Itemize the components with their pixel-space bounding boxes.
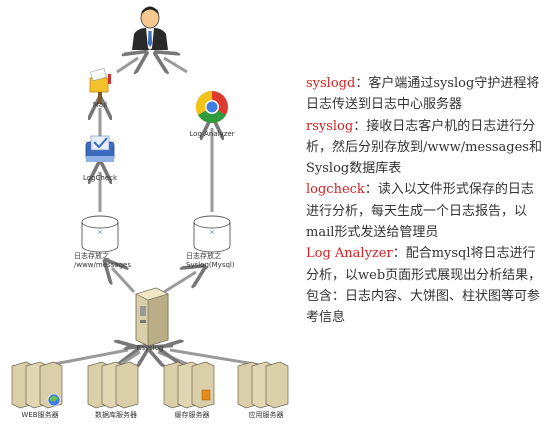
label-app-servers: 应用服务器 [248, 411, 284, 419]
term-logcheck: logcheck [306, 182, 365, 198]
text-syslogd: ：客户端通过syslog守护进程将日志传送到日志中心服务器 [306, 76, 540, 113]
database-icon: × [81, 215, 119, 253]
database-icon: × [193, 215, 231, 253]
svg-text:×: × [97, 229, 102, 236]
text-logcheck: ：读入以文件形式保存的日志进行分析，每天生成一个日志报告，以mail形式发送给管… [306, 182, 534, 241]
architecture-diagram: × × [11, 6, 289, 409]
label-db-servers: 数据库服务器 [95, 411, 137, 419]
label-cache-servers: 缓存服务器 [174, 411, 210, 419]
cache-servers-icon [163, 361, 215, 409]
label-mail: Mail [92, 101, 108, 109]
arrow-mail-to-user [116, 58, 138, 72]
text-rsyslog: ：接收日志客户机的日志进行分析，然后分别存放到/www/messages和Sys… [306, 118, 542, 177]
label-store-messages: 日志存放之 /www/messages [74, 252, 131, 269]
description-syslogd: syslogd：客户端通过syslog守护进程将日志传送到日志中心服务器 [306, 73, 546, 116]
label-store-mysql: 日志存放之 Syslog(Mysql) [186, 252, 235, 269]
label-log-analyzer: Log Analyzer [189, 130, 235, 138]
description-log-analyzer: Log Analyzer：配合mysql将日志进行分析，以web页面形式展现出分… [306, 243, 546, 328]
db-servers-icon [87, 361, 139, 409]
server-icon [135, 287, 169, 347]
description-rsyslog: rsyslog：接收日志客户机的日志进行分析，然后分别存放到/www/messa… [306, 116, 546, 180]
arrow-server-to-messages [112, 268, 136, 294]
arrow-server-to-mysql [163, 272, 196, 294]
description-logcheck: logcheck：读入以文件形式保存的日志进行分析，每天生成一个日志报告，以ma… [306, 179, 546, 243]
text-log-analyzer: ：配合mysql将日志进行分析，以web页面形式展现出分析结果，包含：日志内容、… [306, 246, 542, 326]
web-servers-icon [11, 361, 63, 409]
label-web-servers: WEB服务器 [21, 411, 59, 419]
arrow-web-to-server [43, 350, 128, 368]
term-rsyslog: rsyslog [306, 118, 354, 134]
arrow-db-to-server [117, 352, 140, 366]
label-syslog-server: Rsyslog [136, 344, 164, 352]
term-syslogd: syslogd [306, 76, 356, 91]
description-panel: syslogd：客户端通过syslog守护进程将日志传送到日志中心服务器 rsy… [306, 73, 546, 329]
term-log-analyzer: Log Analyzer [306, 246, 393, 262]
svg-text:×: × [209, 229, 214, 236]
logcheck-icon [85, 135, 115, 162]
label-logcheck: LogCheck [82, 174, 118, 182]
mail-icon [89, 68, 111, 104]
arrow-analyzer-to-user [164, 58, 188, 72]
user-icon [132, 6, 168, 50]
app-servers-icon [237, 361, 289, 409]
browser-icon [195, 90, 228, 124]
